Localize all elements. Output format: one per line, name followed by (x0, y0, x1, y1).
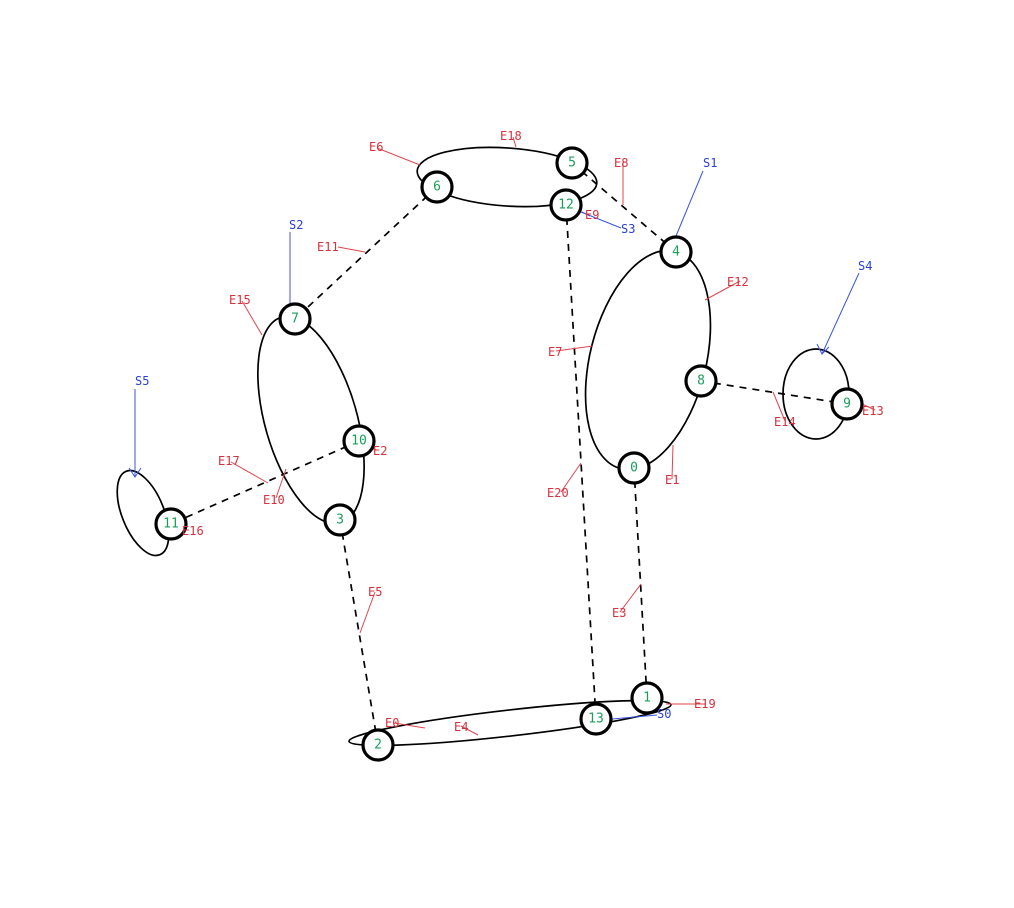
node-5[interactable]: 5 (555, 146, 589, 180)
edge-leaders-layer (183, 136, 876, 736)
sensor-label-S3: S3 (621, 222, 635, 236)
node-10[interactable]: 10 (342, 424, 376, 458)
node-6[interactable]: 6 (420, 170, 454, 204)
sensor-S1-line (675, 170, 704, 237)
node-12[interactable]: 12 (549, 188, 583, 222)
edge-label-E0: E0 (385, 716, 399, 730)
edge-E8 (571, 162, 677, 253)
node-13[interactable]: 13 (579, 702, 613, 736)
node-9-label: 9 (843, 397, 851, 412)
node-4[interactable]: 4 (659, 235, 693, 269)
sensor-label-S5: S5 (135, 374, 149, 388)
node-1-label: 1 (643, 691, 651, 706)
nodes-layer: 0 1 2 3 4 5 6 7 8 9 10 11 12 13 (154, 146, 864, 762)
node-8-label: 8 (697, 374, 705, 389)
node-2[interactable]: 2 (361, 728, 395, 762)
edge-E0 (348, 699, 672, 747)
edge-label-E18: E18 (500, 129, 522, 143)
sensor-S3-line (580, 211, 622, 229)
edge-label-E2: E2 (373, 444, 387, 458)
edge-label-E10: E10 (263, 493, 285, 507)
edge-label-E8: E8 (614, 156, 628, 170)
edge-label-E9: E9 (585, 208, 599, 222)
node-10-label: 10 (351, 434, 367, 449)
node-11-label: 11 (163, 517, 179, 532)
edge-E7 (584, 249, 712, 471)
node-3[interactable]: 3 (323, 503, 357, 537)
sensor-label-S2: S2 (289, 218, 303, 232)
node-12-label: 12 (558, 198, 574, 213)
node-11[interactable]: 11 (154, 507, 188, 541)
sensor-labels-layer: S0 S1 S2 S3 S4 S5 (135, 156, 872, 721)
edge-label-E3: E3 (612, 606, 626, 620)
edge-label-E14: E14 (774, 415, 796, 429)
node-2-label: 2 (374, 738, 382, 753)
edge-E16 (116, 469, 170, 557)
edge-label-E11: E11 (317, 240, 339, 254)
sensors-layer (128, 170, 860, 720)
node-9[interactable]: 9 (830, 387, 864, 421)
node-7[interactable]: 7 (278, 302, 312, 336)
sensor-S0-line (611, 714, 658, 720)
edge-label-E7: E7 (548, 345, 562, 359)
edge-label-E20: E20 (547, 486, 569, 500)
edge-label-E6: E6 (369, 140, 383, 154)
edge-E15 (256, 315, 366, 525)
edge-label-E16: E16 (182, 524, 204, 538)
sensor-label-S4: S4 (858, 259, 872, 273)
edge-label-E19: E19 (694, 697, 716, 711)
node-3-label: 3 (336, 513, 344, 528)
node-5-label: 5 (568, 156, 576, 171)
edge-label-E12: E12 (727, 275, 749, 289)
sensor-label-S0: S0 (657, 707, 671, 721)
node-0[interactable]: 0 (617, 451, 651, 485)
edge-E20 (565, 204, 597, 720)
edge-E3 (633, 467, 648, 699)
edge-label-E5: E5 (368, 585, 382, 599)
node-8[interactable]: 8 (684, 364, 718, 398)
edge-E14 (700, 380, 848, 405)
edge-label-E15: E15 (229, 293, 251, 307)
node-0-label: 0 (630, 461, 638, 476)
edge-label-E4: E4 (454, 720, 468, 734)
sensor-label-S1: S1 (703, 156, 717, 170)
node-6-label: 6 (433, 180, 441, 195)
edge-label-E17: E17 (218, 454, 240, 468)
node-7-label: 7 (291, 312, 299, 327)
node-4-label: 4 (672, 245, 680, 260)
edge-E17 (170, 440, 360, 525)
edge-labels-layer: E0 E1 E2 E3 E4 E5 E6 E7 E8 E9 E10 E11 E1… (182, 129, 884, 734)
sensor-S4-arrow (816, 343, 830, 355)
edge-label-E1: E1 (665, 473, 679, 487)
sensor-S5-arrow (128, 467, 142, 478)
edge-label-E13: E13 (862, 404, 884, 418)
edge-E5 (339, 519, 379, 746)
edge-E11 (294, 186, 438, 320)
node-13-label: 13 (588, 712, 604, 727)
node-1[interactable]: 1 (630, 681, 664, 715)
edges-layer (116, 146, 850, 747)
sensor-S4-line (821, 272, 860, 355)
